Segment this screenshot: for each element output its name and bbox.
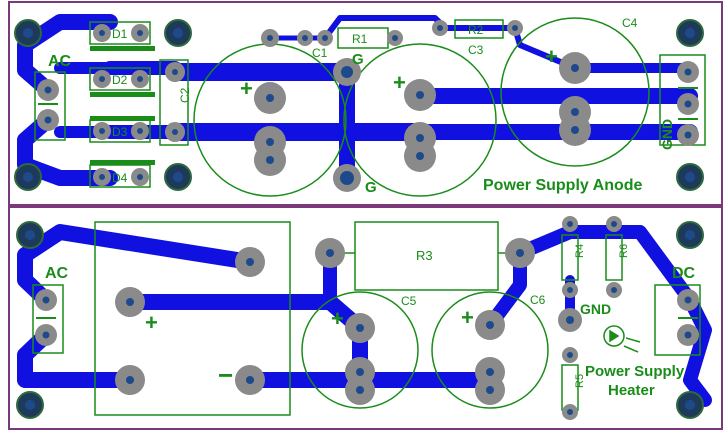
c-plus-2: + xyxy=(393,70,406,95)
top-pads xyxy=(37,20,699,192)
bridge-minus: − xyxy=(218,360,233,390)
bridge-plus: + xyxy=(145,310,158,335)
c5-label: C5 xyxy=(401,294,417,308)
top-board-title: Power Supply Anode xyxy=(483,177,643,194)
bottom-gnd-label: GND xyxy=(580,301,611,317)
bottom-pads xyxy=(35,216,699,420)
c4-label: C4 xyxy=(622,16,638,30)
d1-label: D1 xyxy=(112,27,128,41)
c1-label: C1 xyxy=(312,46,328,60)
bottom-board-outline xyxy=(8,206,723,430)
bottom-title-line1: Power Supply xyxy=(585,363,685,380)
bottom-ac-label: AC xyxy=(45,265,69,282)
c-plus-3: + xyxy=(545,44,558,69)
bottom-capacitor-outlines xyxy=(301,291,549,409)
top-board-outline xyxy=(8,1,723,206)
led-arrows xyxy=(609,329,641,353)
r2-label: R2 xyxy=(468,23,484,37)
c5-plus: + xyxy=(331,306,344,331)
bottom-title-line2: Heater xyxy=(608,382,655,399)
d3-label: D3 xyxy=(112,125,128,139)
c-plus-1: + xyxy=(240,76,253,101)
c3-label: C3 xyxy=(468,43,484,57)
top-silk-boxes xyxy=(34,19,706,188)
bottom-mounting-holes xyxy=(16,221,704,419)
c6-plus: + xyxy=(461,305,474,330)
r6-label: R6 xyxy=(618,244,630,258)
r3-label: R3 xyxy=(416,248,433,263)
diode-bars xyxy=(90,46,155,165)
r4-label: R4 xyxy=(574,244,586,258)
c6-label: C6 xyxy=(530,293,546,307)
c2-label: C2 xyxy=(178,87,192,103)
d4-label: D4 xyxy=(112,171,128,185)
g-upper-label: G xyxy=(352,51,364,68)
dc-label: DC xyxy=(672,265,696,282)
d2-label: D2 xyxy=(112,73,128,87)
r1-label: R1 xyxy=(352,32,368,46)
top-ac-label: AC xyxy=(48,53,72,70)
top-gnd-label: GND xyxy=(659,119,675,150)
r5-label: R5 xyxy=(574,374,586,388)
top-mounting-holes xyxy=(14,19,704,191)
g-lower-label: G xyxy=(365,179,377,196)
